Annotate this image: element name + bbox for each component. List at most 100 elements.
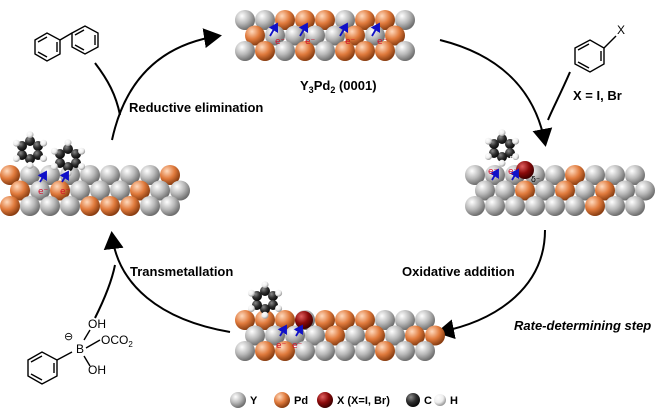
- y-atom: [465, 196, 485, 216]
- pd-atom: [375, 341, 395, 361]
- electron-transfer-arrow: [489, 168, 499, 181]
- electron-transfer-arrow: [509, 168, 519, 181]
- y-atom: [140, 196, 160, 216]
- h-atom: [12, 155, 20, 162]
- pd-atom: [515, 180, 535, 201]
- pd-atom: [355, 310, 375, 330]
- y-atom: [235, 341, 255, 361]
- y-atom: [615, 180, 635, 201]
- pd-atom: [385, 25, 405, 46]
- pd-atom: [335, 41, 355, 61]
- biphenyl-structure: [34, 25, 99, 62]
- arrow-to-intermediate-left: [103, 231, 231, 333]
- boronate-structure: [27, 329, 101, 385]
- y-atom: [345, 325, 365, 346]
- c-atom: [260, 304, 270, 314]
- y-atom: [160, 196, 180, 216]
- pd-atom: [315, 10, 335, 30]
- y-atom: [235, 10, 255, 30]
- electron-transfer-arrow: [298, 22, 309, 37]
- pd-atom: [375, 41, 395, 61]
- y-atom: [465, 165, 485, 185]
- y-atom: [635, 180, 655, 201]
- c-atom: [497, 152, 507, 162]
- slab-diaryl-intermediate: [0, 165, 190, 216]
- arrow-oxidative-down: [436, 229, 546, 340]
- pd-atom: [120, 196, 140, 216]
- h-atom: [26, 161, 34, 169]
- y-atom: [355, 341, 375, 361]
- legend-x-label: X (X=I, Br): [337, 395, 390, 407]
- legend-y-swatch: [230, 392, 246, 408]
- step-rate-determining: Rate-determining step: [514, 318, 651, 333]
- electron-transfer-arrow: [59, 170, 69, 183]
- y-atom: [585, 165, 605, 185]
- pd-atom: [245, 25, 265, 46]
- y-atom: [170, 180, 190, 201]
- h-atom: [498, 129, 506, 137]
- h-atom: [64, 139, 72, 147]
- pd-atom: [160, 165, 180, 185]
- y-atom: [20, 165, 40, 185]
- electron-label: e⁻: [508, 167, 519, 177]
- aryl-halide-x: X: [617, 23, 625, 37]
- y-atom: [605, 196, 625, 216]
- y-atom: [415, 341, 435, 361]
- c-atom: [63, 144, 73, 154]
- y-atom: [335, 341, 355, 361]
- y-atom: [505, 196, 525, 216]
- slab-catalyst-surface: [235, 10, 415, 61]
- boronate-oh-top: OH: [88, 317, 106, 331]
- y-atom: [315, 41, 335, 61]
- y-atom: [395, 310, 415, 330]
- electron-transfer-arrow: [370, 22, 381, 37]
- pd-atom: [425, 325, 445, 346]
- pd-atom: [0, 165, 20, 185]
- h-atom: [484, 137, 492, 145]
- pd-atom: [10, 180, 30, 201]
- arrow-catalyst-to-oxidative: [439, 39, 553, 147]
- y-atom: [545, 196, 565, 216]
- legend-pd-label: Pd: [294, 395, 308, 407]
- pd-atom: [405, 325, 425, 346]
- x-atom: [516, 161, 534, 179]
- cycle-arrows: [94, 28, 571, 340]
- pd-atom: [80, 196, 100, 216]
- legend-y-label: Y: [250, 395, 258, 407]
- pd-atom: [355, 41, 375, 61]
- delta-plus-label: δ⁺: [509, 155, 518, 164]
- pd-atom: [235, 310, 255, 330]
- legend-c-label: C: [424, 395, 432, 407]
- boronate-oco2: OCO2: [101, 333, 133, 349]
- h-atom: [484, 153, 492, 160]
- pd-atom: [275, 10, 295, 30]
- boronate-charge: ⊖: [64, 330, 73, 343]
- y-atom: [525, 196, 545, 216]
- y-atom: [295, 341, 315, 361]
- pd-atom: [100, 196, 120, 216]
- aryl-halide-structure: [574, 35, 617, 73]
- y-atom: [305, 325, 325, 346]
- c-atom: [63, 162, 73, 172]
- electron-transfer-arrow: [338, 22, 349, 37]
- y-atom: [545, 165, 565, 185]
- pd-atom: [345, 25, 365, 46]
- pd-atom: [335, 310, 355, 330]
- y-atom: [375, 310, 395, 330]
- y-atom: [275, 41, 295, 61]
- electron-label: e⁻: [377, 37, 388, 47]
- electron-label: e⁻: [292, 341, 303, 351]
- y-atom: [395, 41, 415, 61]
- electron-label: e⁻: [60, 187, 71, 197]
- y-atom: [475, 180, 495, 201]
- h-atom: [50, 147, 58, 155]
- y-atom: [70, 180, 90, 201]
- boronate-oh-bottom: OH: [88, 363, 106, 377]
- y-atom: [110, 180, 130, 201]
- arrow-halide-in: [547, 71, 571, 121]
- y-atom: [90, 180, 110, 201]
- y-atom: [575, 180, 595, 201]
- pd-atom: [555, 180, 575, 201]
- electron-label: e⁻: [488, 167, 499, 177]
